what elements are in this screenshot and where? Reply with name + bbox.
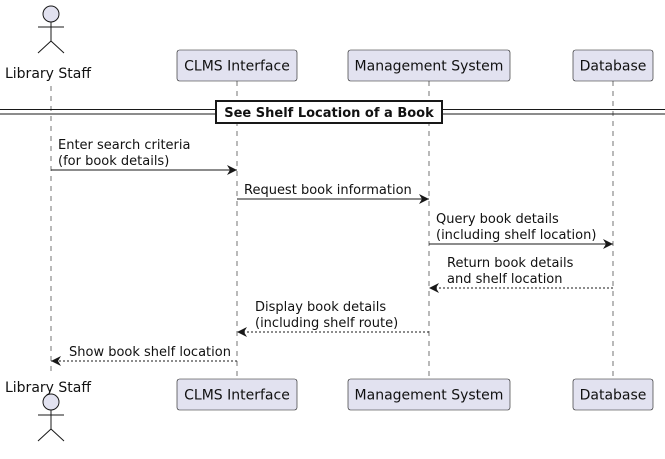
- actor-leg-icon: [50, 40, 65, 54]
- message-label: Display book details: [255, 300, 386, 315]
- message-label: Return book details: [447, 256, 574, 271]
- actor-staff-bottom: Library Staff: [5, 380, 91, 442]
- participant-box: [347, 378, 511, 411]
- participant-box: [572, 49, 654, 82]
- participant-label-mgmt: Management System: [355, 388, 504, 404]
- participant-label-clms: CLMS Interface: [184, 388, 290, 404]
- participant-clms-bottom: CLMS Interface: [176, 378, 298, 411]
- message-label: Enter search criteria: [58, 138, 190, 153]
- participant-label-mgmt: Management System: [355, 59, 504, 75]
- message-display-book-details: Display book details(including shelf rou…: [237, 300, 429, 337]
- actor-leg-icon: [50, 428, 65, 442]
- message-label: and shelf location: [447, 272, 563, 287]
- divider-box: [215, 100, 443, 124]
- participant-clms-top: CLMS Interface: [176, 49, 298, 82]
- participant-label-staff: Library Staff: [5, 380, 91, 396]
- participant-db-top: Database: [572, 49, 654, 82]
- message-label: Request book information: [244, 183, 412, 198]
- message-label: Show book shelf location: [69, 345, 231, 360]
- participant-label-clms: CLMS Interface: [184, 59, 290, 75]
- actor-leg-icon: [37, 428, 52, 442]
- message-enter-search-criteria: Enter search criteria(for book details): [51, 138, 237, 175]
- section-divider: See Shelf Location of a Book: [0, 100, 665, 124]
- participant-box: [572, 378, 654, 411]
- divider-title: See Shelf Location of a Book: [224, 106, 434, 121]
- participant-box: [176, 378, 298, 411]
- participant-db-bottom: Database: [572, 378, 654, 411]
- participant-label-db: Database: [580, 59, 647, 75]
- message-label: Query book details: [436, 212, 559, 227]
- message-label: (including shelf location): [436, 228, 596, 243]
- actor-head-icon: [42, 5, 60, 23]
- participant-label-staff: Library Staff: [5, 66, 91, 82]
- actor-staff-top: Library Staff: [5, 5, 91, 82]
- participant-box: [347, 49, 511, 82]
- participant-mgmt-top: Management System: [347, 49, 511, 82]
- message-show-book-shelf-location: Show book shelf location: [51, 345, 237, 366]
- participant-box: [176, 49, 298, 82]
- actor-leg-icon: [37, 40, 52, 54]
- participant-mgmt-bottom: Management System: [347, 378, 511, 411]
- participant-label-db: Database: [580, 388, 647, 404]
- actor-head-icon: [42, 393, 60, 411]
- message-label: (including shelf route): [255, 316, 398, 331]
- message-request-book-information: Request book information: [237, 183, 429, 204]
- message-label: (for book details): [58, 154, 169, 169]
- message-query-book-details: Query book details(including shelf locat…: [429, 212, 613, 249]
